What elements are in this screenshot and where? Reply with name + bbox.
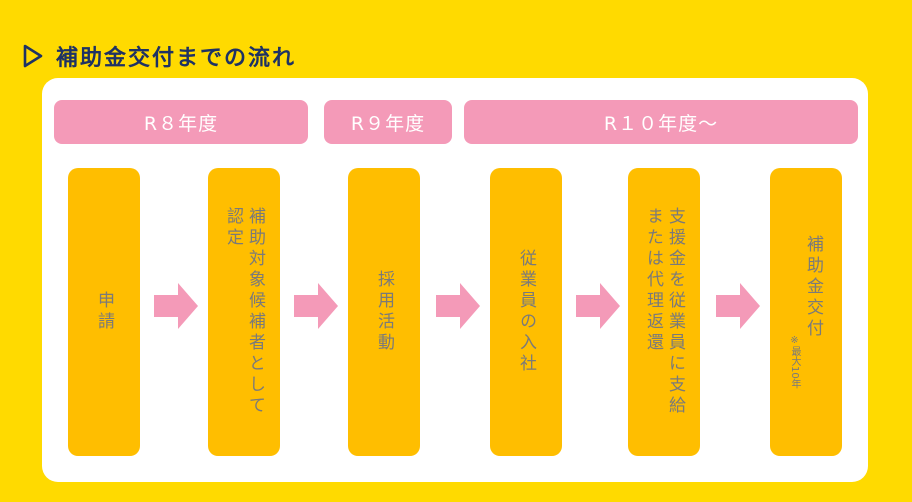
step-recruiting: 採用活動 xyxy=(348,168,420,456)
page-title: 補助金交付までの流れ xyxy=(56,46,297,71)
arrow-right-icon xyxy=(716,283,760,329)
section-heading: 補助金交付までの流れ xyxy=(22,40,296,72)
step-label: 採用活動 xyxy=(374,270,394,354)
year-bar-r9: R９年度 xyxy=(324,100,452,144)
step-application: 申請 xyxy=(68,168,140,456)
step-support-payment: 支援金を従業員に支給 または代理返還 xyxy=(628,168,700,456)
flow-panel: R８年度 R９年度 R１０年度～ 申請 補助対象候補者として 認定 採用活動 従… xyxy=(42,78,868,482)
step-label: 支援金を従業員に支給 または代理返還 xyxy=(643,207,685,417)
step-note: ※最大10年 xyxy=(789,335,800,389)
year-bar-r8: R８年度 xyxy=(54,100,308,144)
arrow-right-icon xyxy=(294,283,338,329)
step-label: 従業員の入社 xyxy=(516,249,536,375)
step-employee-joining: 従業員の入社 xyxy=(490,168,562,456)
arrow-right-icon xyxy=(154,283,198,329)
step-label: 補助対象候補者として 認定 xyxy=(223,207,265,417)
year-bar-r10: R１０年度～ xyxy=(464,100,858,144)
step-certification: 補助対象候補者として 認定 xyxy=(208,168,280,456)
step-label: 補助金交付 xyxy=(803,235,823,341)
step-subsidy-grant: 補助金交付 ※最大10年 xyxy=(770,168,842,456)
arrow-right-icon xyxy=(576,283,620,329)
arrow-right-icon xyxy=(436,283,480,329)
step-label: 申請 xyxy=(94,291,114,333)
play-triangle-icon xyxy=(23,44,43,68)
